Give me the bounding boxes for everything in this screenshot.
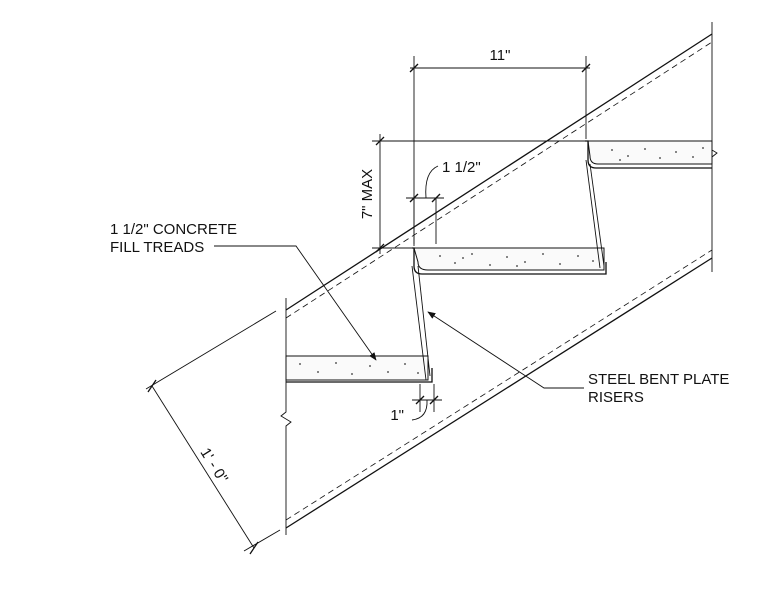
concrete-tread-upper [587, 140, 713, 165]
concrete-tread-middle [413, 247, 605, 271]
steel-bent-plate-middle [411, 247, 607, 381]
steel-risers-label-line-1: STEEL BENT PLATE [588, 371, 729, 388]
concrete-fill-label-line-1: 1 1/2" CONCRETE [110, 221, 237, 238]
riser-height-dimension: 7" MAX [359, 134, 586, 254]
tread-depth-dimension: 11" [409, 47, 591, 246]
steel-risers-callout: STEEL BENT PLATE RISERS [427, 311, 729, 406]
steel-bent-plate-lower [286, 368, 433, 383]
fill-thickness-label: 1 1/2" [442, 159, 481, 176]
concrete-tread-lower [285, 355, 429, 381]
concrete-fill-callout: 1 1/2" CONCRETE FILL TREADS [110, 221, 377, 361]
fill-thickness-dimension: 1 1/2" [406, 159, 481, 244]
steel-risers-label-line-2: RISERS [588, 389, 644, 406]
plate-offset-label: 1" [390, 407, 404, 424]
plate-offset-dimension: 1" [390, 384, 442, 424]
concrete-fill-label-line-2: FILL TREADS [110, 239, 204, 256]
riser-height-label: 7" MAX [359, 169, 376, 219]
stringer-depth-dimension: 1' - 0" [145, 310, 281, 555]
steel-bent-plate-upper [585, 140, 712, 269]
tread-depth-label: 11" [490, 47, 511, 64]
stair-stringer [280, 22, 718, 535]
